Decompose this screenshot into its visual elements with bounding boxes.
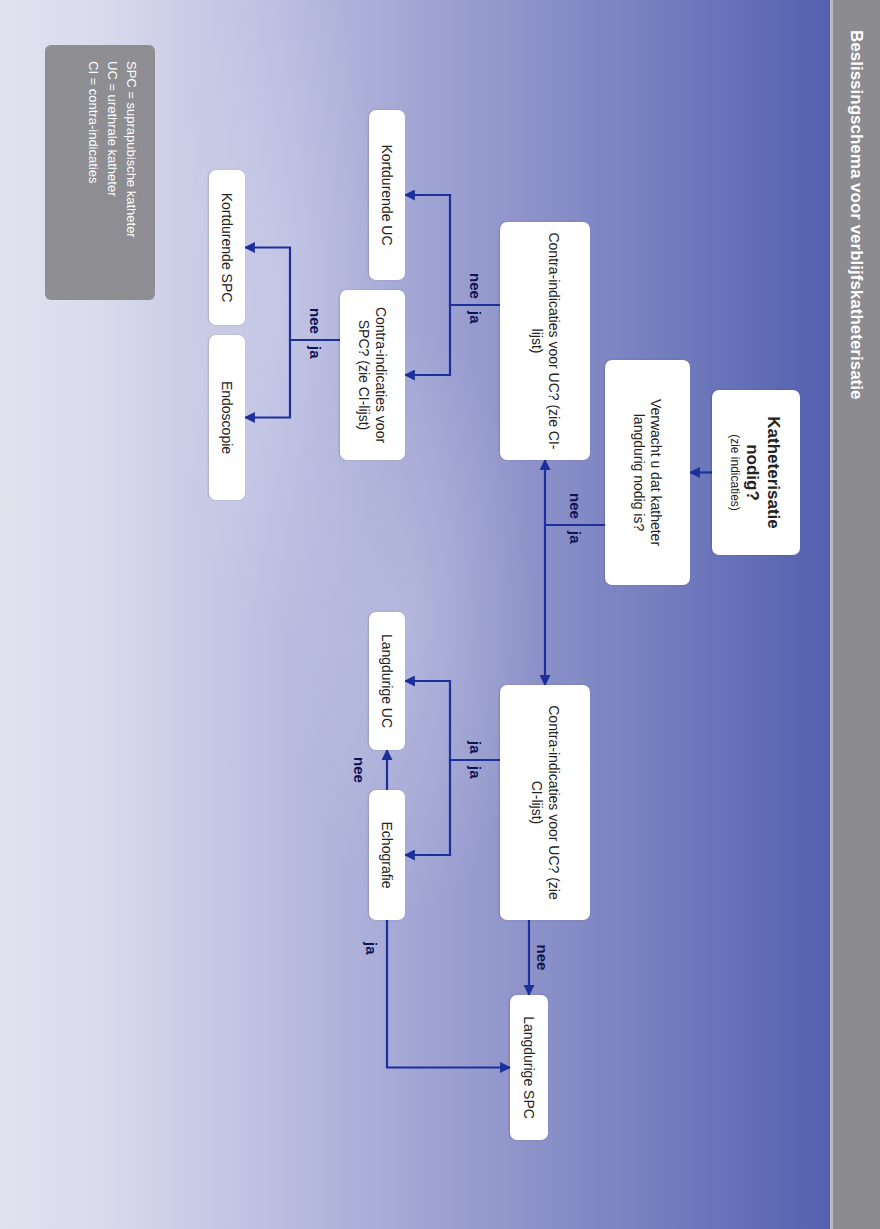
box-text: Katheterisatie nodig?: [743, 400, 785, 545]
box-text: Verwacht u dat katheter langdurig nodig …: [631, 370, 665, 575]
process-box: Verwacht u dat katheter langdurig nodig …: [605, 360, 690, 585]
edge-label: ja: [566, 531, 584, 544]
box-text: Contra-indicaties voor SPC? (zie CI-lijs…: [356, 300, 390, 450]
box-text: (zie indicaties): [728, 434, 743, 511]
process-box: Endoscopie: [209, 335, 245, 500]
process-box: Kortdurende SPC: [209, 170, 245, 325]
flow-arrow: [405, 760, 500, 855]
box-text: Contra-indicaties voor UC? (zie CI-lijst…: [528, 232, 562, 450]
process-box: Contra-indicaties voor UC? (zie CI-lijst…: [500, 685, 590, 920]
process-box: Kortdurende UC: [369, 110, 405, 280]
flow-arrow: [690, 471, 712, 473]
flow-arrow: [387, 920, 510, 1068]
edge-label: ja: [306, 346, 324, 359]
box-text: Kortdurende UC: [379, 144, 396, 245]
edge-label: ja: [466, 766, 484, 779]
edge-label: nee: [466, 273, 484, 299]
box-text: Langdurige UC: [379, 634, 396, 728]
flow-arrow: [545, 525, 605, 685]
abbreviation-text: CI = contra-indicaties: [84, 61, 103, 284]
abbreviation-box: SPC = suprapubische katheterUC = urethra…: [45, 45, 155, 300]
flow-arrow: [405, 305, 500, 375]
flow-arrow: [545, 460, 605, 525]
process-box: Langdurige SPC: [510, 995, 548, 1140]
edge-label: ja: [362, 942, 380, 955]
flow-arrow: [245, 248, 340, 341]
box-text: Echografie: [379, 822, 396, 889]
flow-arrow: [405, 681, 500, 760]
process-box: Contra-indicaties voor UC? (zie CI-lijst…: [500, 222, 590, 460]
edge-label: nee: [566, 493, 584, 519]
edge-label: nee: [306, 308, 324, 334]
process-box: Contra-indicaties voor SPC? (zie CI-lijs…: [340, 290, 405, 460]
box-text: Endoscopie: [219, 381, 236, 454]
diagram-title: Beslissingschema voor verblijfskatheteri…: [833, 0, 880, 1229]
edge-label: ja: [466, 311, 484, 324]
abbreviation-text: SPC = suprapubische katheter: [122, 61, 141, 284]
flow-arrow: [405, 195, 500, 305]
title-bar: Beslissingschema voor verblijfskatheteri…: [830, 0, 880, 1229]
flow-arrow: [528, 920, 530, 995]
edge-label: nee: [533, 945, 551, 971]
edge-label: ja: [466, 741, 484, 754]
edge-label: nee: [350, 757, 368, 783]
abbreviation-text: UC = urethrale katheter: [103, 61, 122, 284]
box-text: Kortdurende SPC: [219, 193, 236, 303]
box-text: Langdurige SPC: [521, 1016, 538, 1119]
process-box: Echografie: [369, 790, 405, 920]
start-box: Katheterisatie nodig?(zie indicaties): [712, 390, 800, 555]
flow-arrow: [245, 340, 340, 418]
box-text: Contra-indicaties voor UC? (zie CI-lijst…: [528, 695, 562, 910]
process-box: Langdurige UC: [369, 612, 405, 750]
flow-arrow: [386, 750, 388, 790]
